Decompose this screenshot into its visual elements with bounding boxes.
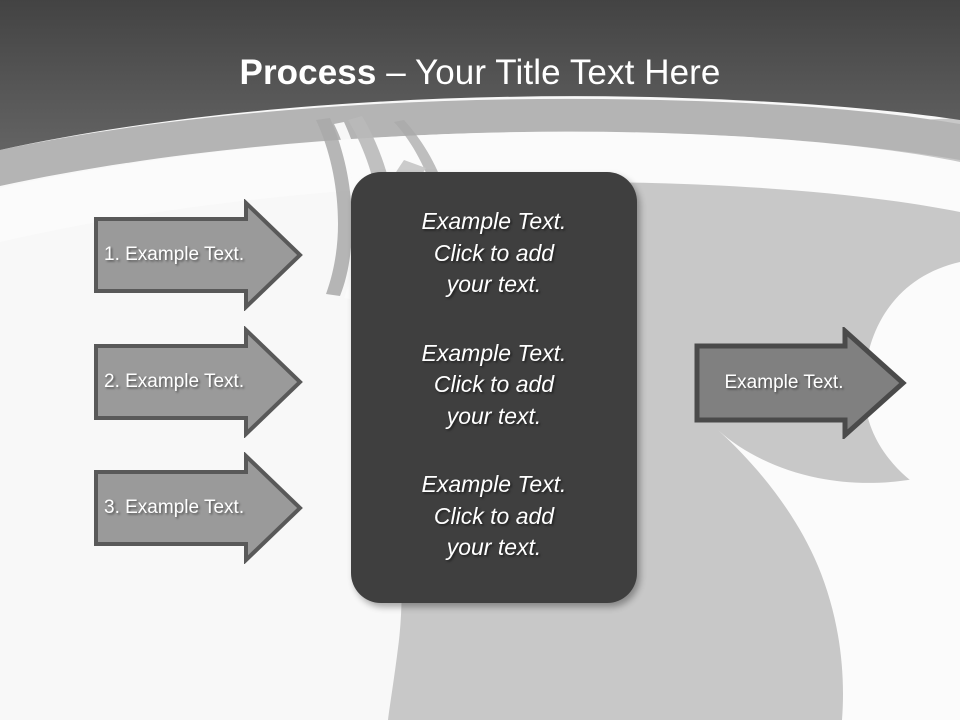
page-title: Process – Your Title Text Here: [0, 52, 960, 94]
page-title-bold: Process: [239, 53, 377, 92]
process-step-arrow-3[interactable]: 3. Example Text.: [92, 452, 304, 564]
process-step-arrow-1-label: 1. Example Text.: [104, 244, 245, 265]
process-step-arrow-1[interactable]: 1. Example Text.: [92, 199, 304, 311]
process-step-arrow-3-label: 3. Example Text.: [104, 497, 245, 518]
process-step-arrow-2-label: 2. Example Text.: [104, 371, 245, 392]
process-step-arrow-2[interactable]: 2. Example Text.: [92, 326, 304, 438]
center-panel-text-block-3: Example Text. Click to add your text.: [421, 471, 567, 560]
wisp-strand-1: [316, 118, 352, 296]
center-panel-text-block-2: Example Text. Click to add your text.: [421, 339, 567, 429]
process-output-arrow[interactable]: Example Text.: [693, 327, 907, 439]
page-title-rest: Your Title Text Here: [415, 53, 721, 92]
process-output-arrow-label: Example Text.: [724, 372, 844, 393]
jaw-highlight: [718, 430, 960, 720]
arrow-right-shape-icon: [94, 199, 303, 311]
arrow-right-shape-icon: [94, 326, 303, 438]
arrow-right-shape-icon: [94, 452, 303, 564]
page-title-dash: –: [376, 53, 415, 92]
center-panel-text-block-1: Example Text. Click to add your text.: [421, 208, 567, 297]
center-content-panel[interactable]: Example Text. Click to add your text. Ex…: [351, 172, 637, 603]
arrow-right-shape-icon: [694, 327, 907, 439]
